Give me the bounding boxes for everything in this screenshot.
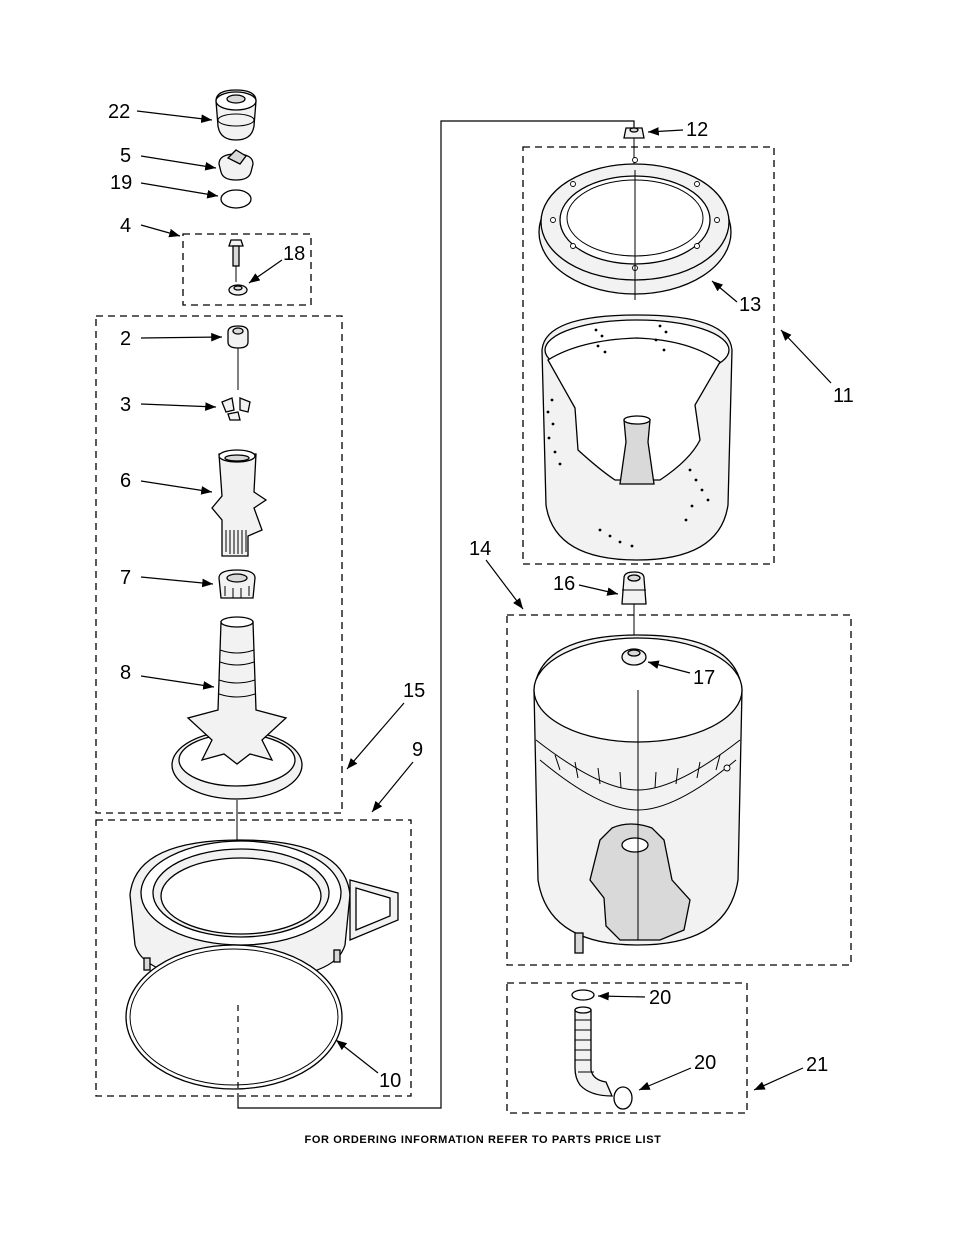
callout-4: 4 (120, 215, 131, 237)
callout-6: 6 (120, 470, 131, 492)
part-16-hub-nut (622, 572, 646, 645)
part-11-basket (542, 315, 732, 560)
part-8-lower-agitator (172, 617, 302, 840)
part-4-bolt (229, 240, 243, 282)
callout-21: 21 (806, 1054, 828, 1076)
part-19-o-ring (221, 190, 251, 208)
part-18-washer (229, 285, 247, 295)
part-20-hose-clamp-top (572, 990, 594, 1000)
callout-11: 11 (833, 385, 854, 407)
footer-note: FOR ORDERING INFORMATION REFER TO PARTS … (305, 1134, 662, 1146)
callout-17: 17 (693, 667, 715, 689)
callout-18: 18 (283, 243, 305, 265)
callout-5: 5 (120, 145, 131, 167)
part-3-agitator-dogs (222, 398, 250, 420)
part-5-cap (219, 150, 253, 180)
callout-13: 13 (739, 294, 761, 316)
part-7-cam-ring (219, 570, 255, 598)
callout-9: 9 (412, 739, 423, 761)
part-17-seal (622, 649, 646, 665)
callout-10: 10 (379, 1070, 401, 1092)
callout-19: 19 (110, 172, 132, 194)
part-10-tub-seal (126, 945, 342, 1096)
part-13-balance-ring (539, 158, 731, 301)
part-21-drain-hose (575, 1007, 612, 1096)
callout-7: 7 (120, 567, 131, 589)
callout-2: 2 (120, 328, 131, 350)
callout-12: 12 (686, 119, 708, 141)
callout-14: 14 (469, 538, 491, 560)
callout-20-bottom: 20 (694, 1052, 716, 1074)
callout-8: 8 (120, 662, 131, 684)
part-6-upper-agitator (212, 450, 266, 556)
callout-20-top: 20 (649, 987, 671, 1009)
callout-15: 15 (403, 680, 425, 702)
callout-16: 16 (553, 573, 575, 595)
part-2-cam (228, 326, 248, 390)
callout-3: 3 (120, 394, 131, 416)
callout-22: 22 (108, 101, 130, 123)
part-22-agitator-cap (216, 90, 256, 140)
part-20-hose-clamp-bottom (614, 1087, 632, 1109)
